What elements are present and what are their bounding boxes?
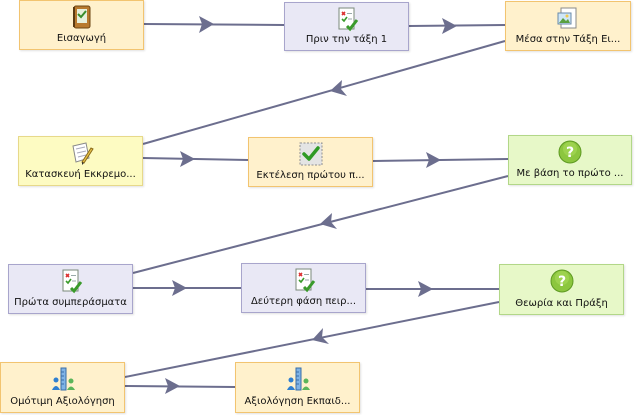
- node-label: Εκτέλεση πρώτου π...: [256, 170, 365, 181]
- connector-n4-n5: [142, 157, 249, 161]
- checkmark-box-icon: [298, 141, 324, 167]
- node-label: Εισαγωγή: [56, 33, 107, 44]
- node-prota-symperasmata[interactable]: Πρώτα συμπεράσματα: [8, 264, 133, 314]
- checklist-icon: [334, 6, 360, 32]
- arrowhead-n6-n7: [320, 213, 337, 229]
- connector-n6-n7: [132, 175, 509, 274]
- arrowhead-n8-n9: [418, 281, 433, 297]
- node-ektelesi-protou[interactable]: Εκτέλεση πρώτου π...: [248, 137, 373, 187]
- question-icon: ?: [549, 268, 575, 294]
- node-me-vasi-to-proto[interactable]: ? Με βάση το πρώτο ...: [508, 135, 632, 185]
- note-pencil-icon: [68, 140, 94, 166]
- people-ruler-icon: [285, 366, 311, 392]
- node-label: Πρώτα συμπεράσματα: [14, 297, 127, 308]
- node-axiologisi-ekpaidefsis[interactable]: Αξιολόγηση Εκπαιδ...: [235, 362, 360, 413]
- arrowhead-n3-n4: [330, 80, 347, 96]
- node-mesa-stin-taxi[interactable]: Μέσα στην Τάξη Ει...: [505, 1, 631, 51]
- node-eisagogi[interactable]: Εισαγωγή: [19, 0, 144, 50]
- notebook-icon: [69, 4, 95, 30]
- checklist-icon: [58, 268, 84, 294]
- question-icon: ?: [557, 139, 583, 165]
- node-kataskevi-ekkremous[interactable]: Κατασκευή Εκκρεμο...: [18, 136, 143, 186]
- svg-text:?: ?: [557, 274, 565, 290]
- arrowhead-n5-n6: [426, 152, 441, 168]
- arrowhead-n9-n10: [312, 328, 329, 344]
- node-label: Ομότιμη Αξιολόγηση: [10, 396, 115, 407]
- svg-text:?: ?: [566, 145, 574, 161]
- node-prin-tin-taxi-1[interactable]: Πριν την τάξη 1: [284, 2, 409, 51]
- node-label: Δεύτερη φάση πειρ...: [250, 296, 357, 307]
- arrowhead-n7-n8: [172, 280, 187, 296]
- connector-n3-n4: [142, 40, 506, 145]
- arrowhead-n10-n11: [165, 378, 180, 394]
- node-label: Μέσα στην Τάξη Ει...: [515, 34, 621, 45]
- connector-n10-n11: [124, 385, 236, 388]
- node-theoria-kai-praxi[interactable]: ? Θεωρία και Πράξη: [499, 264, 624, 315]
- node-label: Με βάση το πρώτο ...: [516, 168, 624, 179]
- node-omotimi-axiologisi[interactable]: Ομότιμη Αξιολόγηση: [0, 362, 125, 413]
- arrowhead-n2-n3: [442, 18, 457, 34]
- checklist-icon: [291, 267, 317, 293]
- arrowhead-n4-n5: [180, 151, 195, 167]
- node-defteri-fasi[interactable]: Δεύτερη φάση πειρ...: [241, 263, 366, 313]
- image-document-icon: [555, 5, 581, 31]
- arrowhead-n1-n2: [199, 16, 214, 33]
- node-label: Αξιολόγηση Εκπαιδ...: [244, 396, 351, 407]
- node-label: Κατασκευή Εκκρεμο...: [25, 169, 136, 180]
- connector-n1-n2: [143, 23, 285, 26]
- connector-n2-n3: [408, 24, 506, 27]
- connector-n9-n10: [124, 301, 500, 378]
- people-ruler-icon: [50, 366, 76, 392]
- node-label: Πριν την τάξη 1: [305, 34, 388, 45]
- node-label: Θεωρία και Πράξη: [515, 298, 608, 309]
